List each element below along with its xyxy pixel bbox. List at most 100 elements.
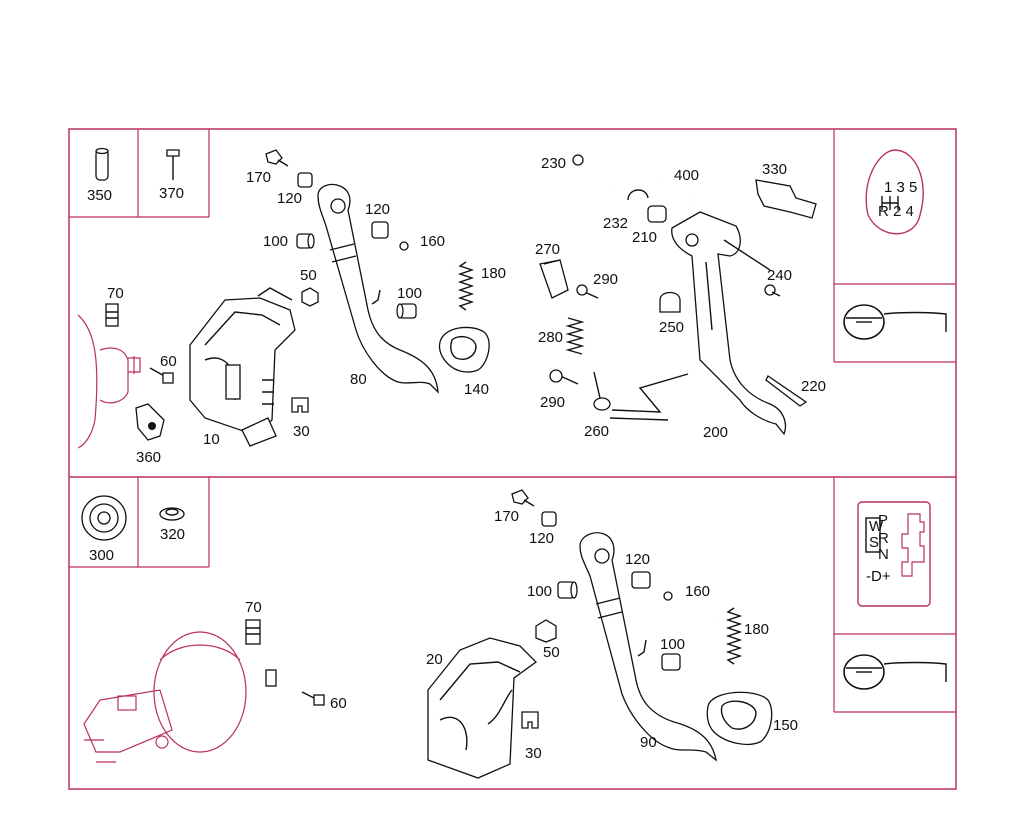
bushing-part-100a-top — [296, 233, 315, 249]
label-170-top[interactable]: 170 — [246, 169, 271, 186]
bolt-part-170-top — [265, 149, 289, 167]
clutch-pedal-200 — [671, 211, 787, 436]
cap-part-320 — [159, 507, 185, 521]
bolt-part-290b — [549, 369, 579, 385]
label-50-bottom[interactable]: 50 — [543, 644, 560, 661]
pulley-part-300 — [81, 495, 127, 541]
label-150[interactable]: 150 — [773, 717, 798, 734]
clip-part-30-top — [291, 397, 309, 413]
label-232[interactable]: 232 — [603, 215, 628, 232]
label-30-bottom[interactable]: 30 — [525, 745, 542, 762]
label-160-top[interactable]: 160 — [420, 233, 445, 250]
label-20[interactable]: 20 — [426, 651, 443, 668]
bolt-part-290a — [576, 284, 599, 299]
label-330[interactable]: 330 — [762, 161, 787, 178]
spring-part-180-top — [457, 261, 475, 311]
label-60-top[interactable]: 60 — [160, 353, 177, 370]
bushing-part-100b-top — [396, 303, 417, 319]
label-350[interactable]: 350 — [87, 187, 112, 204]
bushing-part-100b-bottom — [661, 653, 681, 671]
shift-pattern-row1: 1 3 5 — [884, 179, 917, 196]
pin-part-160-top — [399, 241, 451, 272]
spring-part-280 — [565, 317, 585, 355]
label-50-top[interactable]: 50 — [300, 267, 317, 284]
label-120a-top[interactable]: 120 — [277, 190, 302, 207]
label-30-top[interactable]: 30 — [293, 423, 310, 440]
top-panel-labels: 350 370 170 120 120 160 100 180 50 100 7… — [87, 155, 826, 466]
gate-bottom: -D+ — [866, 568, 891, 585]
sleeve-part-350 — [95, 147, 109, 181]
brake-pedal-90 — [579, 532, 717, 762]
label-90[interactable]: 90 — [640, 734, 657, 751]
label-290a[interactable]: 290 — [593, 271, 618, 288]
label-300[interactable]: 300 — [89, 547, 114, 564]
label-290b[interactable]: 290 — [540, 394, 565, 411]
label-400[interactable]: 400 — [674, 167, 699, 184]
clip-part-30-bottom — [521, 711, 539, 729]
label-240[interactable]: 240 — [767, 267, 792, 284]
label-10[interactable]: 10 — [203, 431, 220, 448]
label-270[interactable]: 270 — [535, 241, 560, 258]
label-100b-top[interactable]: 100 — [397, 285, 422, 302]
label-100a-top[interactable]: 100 — [263, 233, 288, 250]
label-260[interactable]: 260 — [584, 423, 609, 440]
label-180-bottom[interactable]: 180 — [744, 621, 769, 638]
steering-wheel-icon-top — [843, 304, 947, 340]
brake-booster-top — [77, 314, 141, 449]
gate-left-2: S — [869, 534, 879, 551]
gate-right-2: R — [878, 530, 889, 547]
bushing-part-210 — [647, 205, 667, 223]
label-210[interactable]: 210 — [632, 229, 657, 246]
label-70-bottom[interactable]: 70 — [245, 599, 262, 616]
label-220[interactable]: 220 — [801, 378, 826, 395]
label-370[interactable]: 370 — [159, 185, 184, 202]
bushing-part-120b-top — [371, 221, 389, 239]
rivet-part-370 — [166, 149, 180, 180]
rod-part-260 — [593, 371, 689, 421]
switch-part-360 — [135, 403, 165, 441]
automatic-gate-icon: W S P R N -D+ — [857, 501, 931, 607]
switch-part-330 — [755, 179, 817, 219]
nut-part-50-bottom — [535, 619, 557, 643]
label-70-top[interactable]: 70 — [107, 285, 124, 302]
bolt-part-240 — [764, 284, 781, 297]
pad-part-220 — [765, 375, 808, 407]
bolt-part-230 — [572, 154, 615, 193]
label-80[interactable]: 80 — [350, 371, 367, 388]
bolt-part-60-bottom — [301, 691, 325, 706]
bushing-stub-bottom — [265, 669, 277, 687]
gate-right-3: N — [878, 546, 889, 563]
label-160-bottom[interactable]: 160 — [685, 583, 710, 600]
label-360[interactable]: 360 — [136, 449, 161, 466]
label-250[interactable]: 250 — [659, 319, 684, 336]
bushing-part-120a-bottom — [541, 511, 557, 527]
pin-part-400 — [655, 174, 697, 204]
label-100a-bottom[interactable]: 100 — [527, 583, 552, 600]
diagram-frame — [68, 128, 957, 790]
pedal-bracket-10 — [189, 287, 296, 447]
label-140[interactable]: 140 — [464, 381, 489, 398]
brake-pedal-80 — [317, 183, 439, 394]
label-170-bottom[interactable]: 170 — [494, 508, 519, 525]
label-100b-bottom[interactable]: 100 — [660, 636, 685, 653]
label-280[interactable]: 280 — [538, 329, 563, 346]
steering-wheel-icon-bottom — [843, 654, 947, 690]
brake-booster-bottom — [83, 631, 247, 763]
bushing-part-100a-bottom — [557, 581, 578, 599]
label-120b-top[interactable]: 120 — [365, 201, 390, 218]
label-180-top[interactable]: 180 — [481, 265, 506, 282]
gate-right-1: P — [878, 512, 888, 529]
bushing-part-250 — [659, 291, 681, 313]
bushing-part-120b-bottom — [631, 571, 651, 589]
actuator-part-270 — [539, 259, 569, 299]
label-200[interactable]: 200 — [703, 424, 728, 441]
label-120b-bottom[interactable]: 120 — [625, 551, 650, 568]
label-60-bottom[interactable]: 60 — [330, 695, 347, 712]
bottom-panel-labels: 300 320 170 120 120 160 100 180 70 100 5… — [89, 508, 798, 762]
label-320[interactable]: 320 — [160, 526, 185, 543]
label-230[interactable]: 230 — [541, 155, 566, 172]
pedal-pad-150 — [706, 691, 773, 746]
label-120a-bottom[interactable]: 120 — [529, 530, 554, 547]
gate-left-1: W — [869, 518, 884, 535]
clip-part-70-top — [105, 303, 119, 327]
